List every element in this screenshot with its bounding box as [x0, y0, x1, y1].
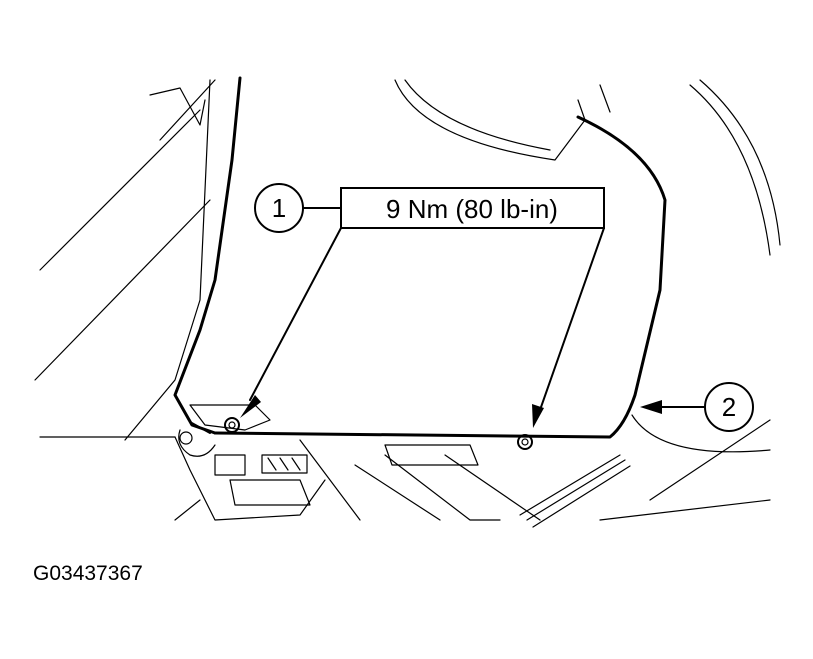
torque-spec-text: 9 Nm (80 lb-in)	[386, 194, 558, 224]
leader-arrow-left	[240, 227, 342, 418]
torque-spec-label: 9 Nm (80 lb-in)	[340, 187, 605, 229]
callout-1-number: 1	[272, 193, 286, 223]
callout-1: 1	[254, 183, 342, 233]
callout-2-number: 2	[722, 392, 736, 422]
callout-2: 2	[640, 382, 754, 432]
panel-outline	[173, 76, 667, 439]
leader-arrow-right	[532, 227, 605, 428]
bolt-right	[517, 434, 533, 450]
figure-id: G03437367	[33, 562, 143, 585]
bolt-left	[224, 417, 240, 433]
vehicle-body-outline	[34, 79, 781, 528]
